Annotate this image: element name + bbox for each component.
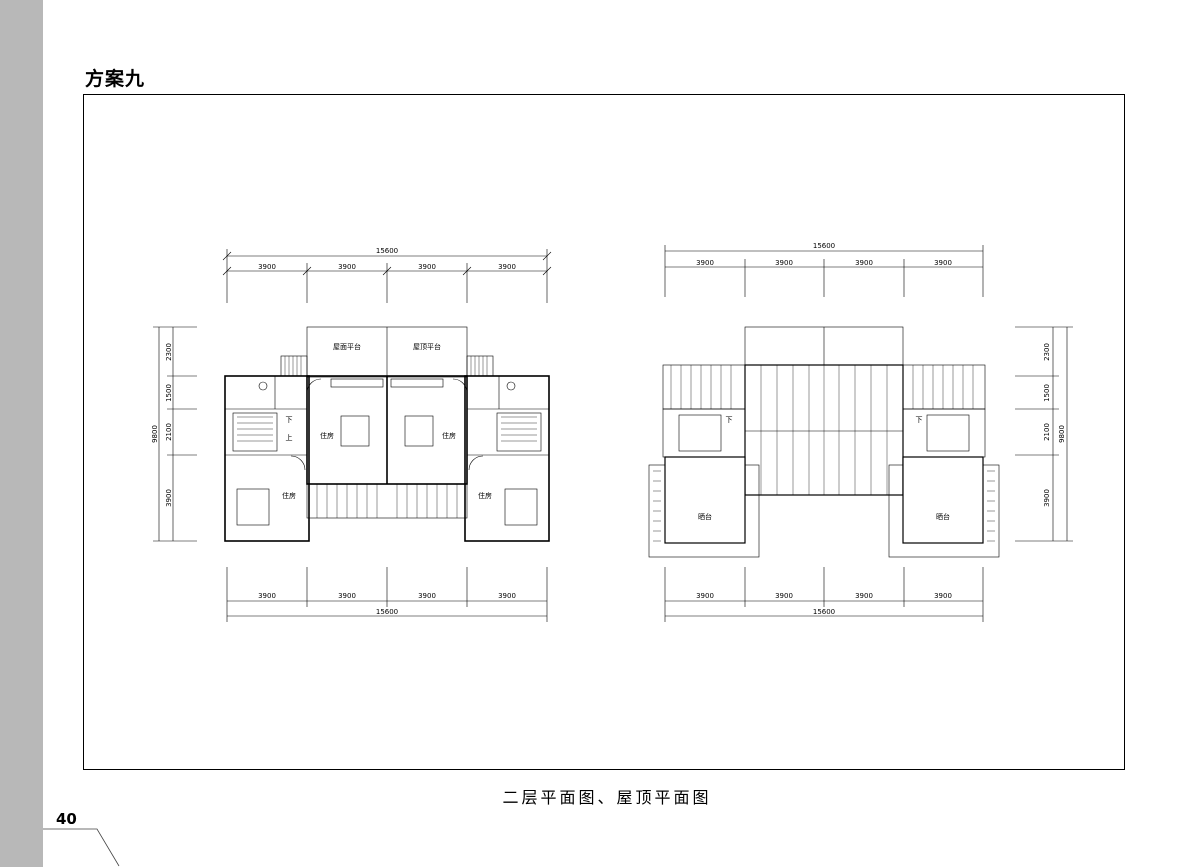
sf-top-dimensions	[222, 249, 552, 303]
sf-hatching	[237, 356, 537, 518]
sf-depth-3: 2100	[165, 423, 173, 441]
sf-bay-bottom-1: 3900	[258, 592, 276, 600]
sf-depth-4: 3900	[165, 489, 173, 507]
sf-bay-top-1: 3900	[258, 263, 276, 271]
roof-total-depth: 9800	[1058, 425, 1066, 443]
page-number: 40	[56, 810, 77, 828]
roof-bay-bottom-4: 3900	[934, 592, 952, 600]
roof-depth-3: 2100	[1043, 423, 1051, 441]
sf-total-width-top: 15600	[376, 247, 398, 255]
roof-depth-1: 2300	[1043, 343, 1051, 361]
sf-labels: 15600 3900 3900 3900 3900 3900 3900 3900…	[151, 247, 516, 616]
roof-hatching	[653, 365, 995, 542]
sf-stair-down-label: 下	[286, 416, 293, 424]
sf-stair-up-label: 上	[286, 433, 293, 442]
roof-total-width-bottom: 15600	[813, 608, 835, 616]
roof-bay-top-2: 3900	[775, 259, 793, 267]
sf-room-label-1: 住房	[320, 431, 334, 440]
sf-depth-1: 2300	[165, 343, 173, 361]
drawing-frame: 15600 3900 3900 3900 3900 3900 3900 3900…	[83, 94, 1125, 770]
roof-bay-bottom-1: 3900	[696, 592, 714, 600]
sf-depth-2: 1500	[165, 384, 173, 402]
page-title: 方案九	[85, 68, 146, 90]
plan-drawing: 15600 3900 3900 3900 3900 3900 3900 3900…	[151, 242, 1073, 622]
roof-depth-4: 3900	[1043, 489, 1051, 507]
roof-stair-down-right: 下	[916, 416, 923, 424]
sf-terrace-left-label: 屋面平台	[333, 342, 361, 351]
sf-total-depth: 9800	[151, 425, 159, 443]
sf-bay-bottom-4: 3900	[498, 592, 516, 600]
sf-total-width-bottom: 15600	[376, 608, 398, 616]
drawing-caption: 二层平面图、屋顶平面图	[502, 788, 712, 807]
roof-total-width-top: 15600	[813, 242, 835, 250]
sf-room-label-3: 住房	[282, 491, 296, 500]
roof-stair-down-left: 下	[726, 416, 733, 424]
sf-room-label-2: 住房	[442, 431, 456, 440]
sf-left-dimensions	[153, 326, 197, 542]
roof-labels: 15600 3900 3900 3900 3900 3900 3900 3900…	[696, 242, 1066, 616]
roof-bay-top-1: 3900	[696, 259, 714, 267]
second-floor-plan	[153, 249, 552, 622]
side-bar	[0, 0, 43, 867]
sf-bottom-dimensions	[226, 567, 548, 622]
corner-decoration	[43, 828, 120, 867]
roof-terrace-right-label: 晒台	[936, 512, 950, 521]
roof-plan	[648, 245, 1073, 622]
roof-bay-bottom-2: 3900	[775, 592, 793, 600]
sf-bay-bottom-3: 3900	[418, 592, 436, 600]
roof-top-dimensions	[664, 245, 984, 297]
sf-bay-bottom-2: 3900	[338, 592, 356, 600]
sf-bay-top-2: 3900	[338, 263, 356, 271]
roof-terrace-left-label: 晒台	[698, 512, 712, 521]
roof-bay-bottom-3: 3900	[855, 592, 873, 600]
roof-depth-2: 1500	[1043, 384, 1051, 402]
sf-bay-top-3: 3900	[418, 263, 436, 271]
roof-bay-top-4: 3900	[934, 259, 952, 267]
roof-bay-top-3: 3900	[855, 259, 873, 267]
roof-bottom-dimensions	[664, 567, 984, 622]
sf-room-label-4: 住房	[478, 491, 492, 500]
roof-right-dimensions	[1015, 326, 1073, 542]
sf-terrace-right-label: 屋顶平台	[413, 342, 441, 351]
sf-bay-top-4: 3900	[498, 263, 516, 271]
